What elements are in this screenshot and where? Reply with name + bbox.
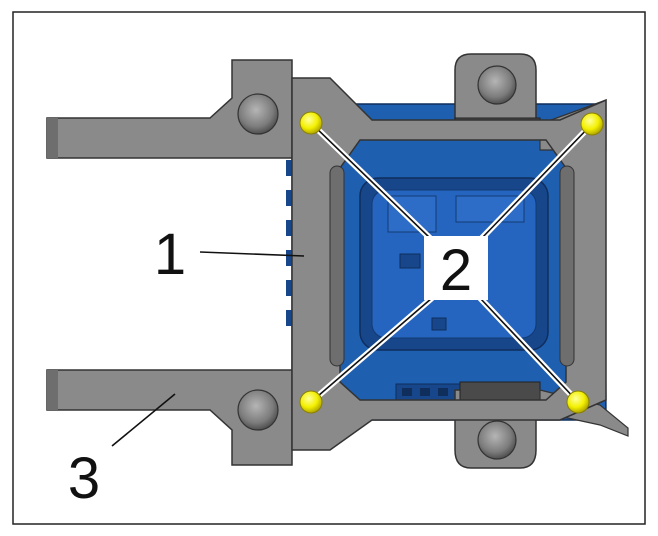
yellow-bolt-icon — [580, 112, 604, 136]
yellow-bolt-icon — [299, 111, 323, 135]
bolt-head-icon — [477, 420, 517, 460]
bolt-head-icon — [237, 93, 279, 135]
callout-1-leader — [199, 251, 305, 257]
bolt-head-icon — [477, 65, 517, 105]
callout-2-label: 2 — [440, 238, 472, 303]
callout-1-label: 1 — [154, 222, 186, 287]
callout-2-box — [424, 236, 488, 300]
yellow-bolt-icon — [566, 390, 590, 414]
bolt-head-icon — [237, 389, 279, 431]
callout-3-leader — [111, 393, 176, 447]
callout-3-label: 3 — [68, 446, 100, 511]
yellow-bolt-icon — [299, 390, 323, 414]
fasteners — [299, 111, 604, 414]
